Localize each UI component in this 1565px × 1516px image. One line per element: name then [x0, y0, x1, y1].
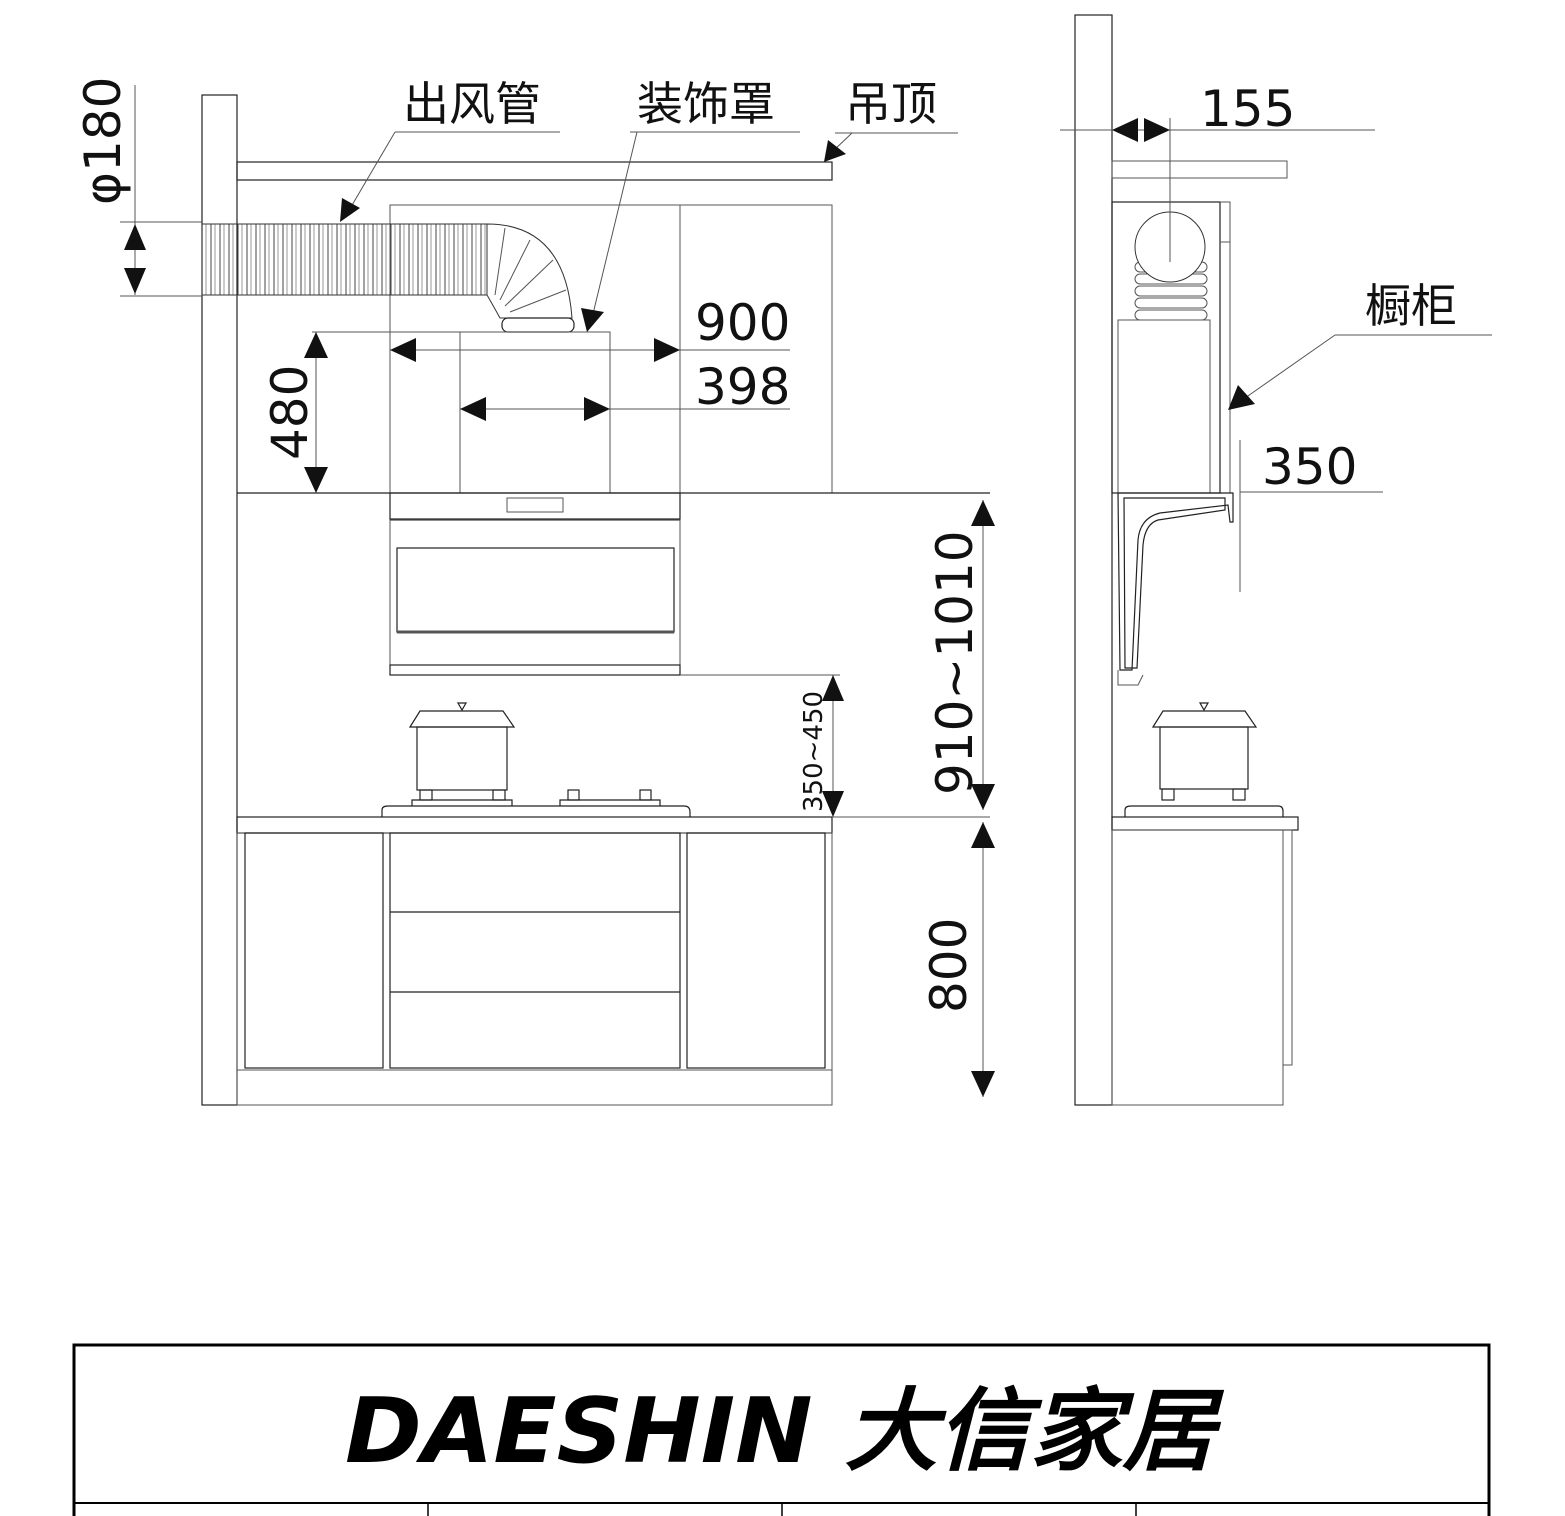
dim-hood-to-floor-text: 910~1010	[926, 530, 984, 795]
brand-logo: DAESHIN 大信家居	[345, 1379, 1224, 1484]
callout-cover: 装饰罩	[581, 77, 800, 332]
dim-cover-height-text: 480	[261, 365, 319, 460]
ceiling-panel-side	[1111, 160, 1288, 179]
dim-hood-to-floor: 910~1010	[926, 500, 995, 810]
base-cabinet-side	[1111, 829, 1284, 1106]
side-view	[1074, 14, 1299, 1106]
dim-hood-depth-text: 350	[1262, 438, 1357, 496]
title-block: DAESHIN 大信家居	[72, 1343, 1491, 1516]
base-cabinet	[236, 832, 833, 1106]
label-cabinet: 橱柜	[1365, 279, 1457, 333]
callout-ceiling: 吊顶	[824, 77, 958, 162]
dim-cover-width-text: 398	[695, 358, 790, 416]
dim-duct-diameter-text: φ180	[74, 77, 132, 205]
label-duct: 出风管	[403, 77, 541, 131]
brick-wall-side	[1074, 14, 1113, 1106]
hood-body-side	[1117, 492, 1234, 686]
exhaust-duct	[201, 223, 575, 333]
dim-side-depth: 155	[1060, 80, 1375, 262]
countertop	[236, 816, 833, 834]
countertop-side	[1111, 816, 1299, 831]
dim-hood-width-text: 900	[695, 294, 790, 352]
dim-counter-height-text: 800	[920, 918, 978, 1013]
callout-cabinet: 橱柜	[1228, 279, 1492, 410]
brick-wall	[201, 94, 238, 1106]
hood-display	[506, 497, 564, 513]
cooking-pot	[408, 702, 516, 791]
label-cover: 装饰罩	[637, 77, 775, 131]
dim-hood-to-stove-text: 350~450	[799, 691, 829, 812]
dim-counter-height: 800	[920, 822, 995, 1097]
dim-hood-depth: 350	[1239, 438, 1383, 592]
callout-duct: 出风管	[340, 77, 560, 222]
duct-side	[1134, 211, 1208, 321]
range-hood	[389, 492, 681, 676]
dim-duct-diameter: φ180	[74, 77, 202, 297]
hood-cover-side	[1117, 319, 1211, 494]
front-view	[201, 94, 990, 1106]
dim-cover-width: 398	[460, 358, 790, 421]
dim-hood-to-stove: 350~450	[799, 675, 844, 817]
cooking-pot-side	[1124, 702, 1284, 817]
gas-stove	[381, 789, 691, 817]
ceiling-panel	[236, 161, 833, 181]
dim-side-depth-text: 155	[1200, 80, 1295, 138]
label-ceiling: 吊顶	[845, 77, 937, 131]
dim-hood-width: 900	[390, 294, 790, 362]
dim-cover-height: 480	[261, 331, 460, 493]
